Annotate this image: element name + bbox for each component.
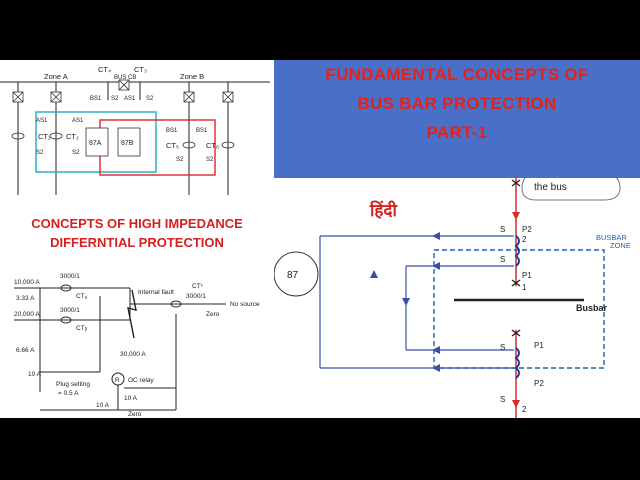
callout-the-bus: the bus bbox=[534, 182, 567, 193]
s2-label-5: S2 bbox=[176, 157, 184, 163]
bs1-label-2: BS1 bbox=[166, 128, 178, 134]
ct-ratio-b: 3000/1 bbox=[60, 307, 80, 314]
zone-b-label: Zone B bbox=[180, 72, 204, 81]
s2-label-3: S2 bbox=[111, 96, 119, 102]
bus-cb-label: BUS CB bbox=[114, 75, 136, 81]
relay-87-label: 87 bbox=[287, 270, 299, 281]
ct4-label: CT₄ bbox=[98, 65, 111, 74]
busbar-label: Busbar bbox=[576, 303, 608, 313]
no-source-label: No source bbox=[230, 301, 260, 308]
ct3-label: CT₃ bbox=[134, 65, 147, 74]
s2-label-6: S2 bbox=[206, 157, 214, 163]
title-line-1: FUNDAMENTAL CONCEPTS OF bbox=[325, 65, 589, 84]
concept-heading-1: CONCEPTS OF HIGH IMPEDANCE bbox=[31, 216, 243, 231]
ct-a-label: CTₐ bbox=[76, 293, 88, 300]
zero-label-2: Zero bbox=[128, 411, 142, 418]
ct-ratio-a: 3000/1 bbox=[60, 273, 80, 280]
busbar-zone-diagram: the bus हिंदी 87 BUSBAR ZONE Busbar S S bbox=[274, 178, 640, 418]
ct-ratio-c: 3000/1 bbox=[186, 293, 206, 300]
relay-87b-label: 87B bbox=[121, 140, 134, 147]
s2-label-4: S2 bbox=[146, 96, 154, 102]
ct-b-label: CTᵦ bbox=[76, 325, 88, 332]
zone-label-zone: ZONE bbox=[610, 241, 631, 250]
oc-relay-label: OC relay bbox=[128, 377, 154, 384]
p2-label-bottom: P2 bbox=[534, 379, 544, 388]
zone-protection-diagram: Zone A Zone B CT₄ CT₃ CT₁ CT₂ CT₅ CT₆ BU… bbox=[0, 60, 274, 200]
s-label-3: S bbox=[500, 343, 505, 352]
ten-amp-label-2: 10 A bbox=[124, 395, 138, 402]
secondary-current-2: 6.66 A bbox=[16, 347, 35, 354]
zone-label-busbar: BUSBAR bbox=[596, 233, 627, 242]
input-current-2: 20,000 A bbox=[14, 311, 40, 318]
p2-label-top: P2 bbox=[522, 225, 532, 234]
callout-bubble bbox=[521, 178, 621, 201]
zero-label-1: Zero bbox=[206, 311, 220, 318]
s2-label-2: S2 bbox=[72, 150, 80, 156]
index-1-top: 1 bbox=[522, 283, 527, 292]
ten-amp-label-3: 10 A bbox=[96, 402, 110, 409]
relay-87a-label: 87A bbox=[89, 140, 102, 147]
bs1-label-3: BS1 bbox=[196, 128, 208, 134]
plug-setting-label-2: = 0.5 A bbox=[58, 390, 79, 397]
title-line-3: PART-1 bbox=[426, 123, 488, 142]
p1-label-bottom: P1 bbox=[534, 341, 544, 350]
s-label-2: S bbox=[500, 255, 505, 264]
ct1-label: CT₁ bbox=[38, 132, 51, 141]
concept-heading-2: DIFFERNTIAL PROTECTION bbox=[50, 235, 224, 250]
plug-setting-label-1: Plug setting bbox=[56, 381, 90, 388]
ct5-label: CT₅ bbox=[166, 141, 179, 150]
title-line-2: BUS BAR PROTECTION bbox=[357, 94, 557, 113]
high-impedance-diagram: CONCEPTS OF HIGH IMPEDANCE DIFFERNTIAL P… bbox=[0, 200, 274, 418]
index-2-bottom: 2 bbox=[522, 405, 527, 414]
ct6-label: CT₆ bbox=[206, 141, 219, 150]
internal-fault-label: Internal fault bbox=[138, 289, 174, 296]
p1-label-top: P1 bbox=[522, 271, 532, 280]
as1-label-2: AS1 bbox=[72, 118, 84, 124]
index-2-top: 2 bbox=[522, 235, 527, 244]
ten-amp-label-1: 10 A bbox=[28, 371, 42, 378]
ct-c-label: CTᶜ bbox=[192, 283, 204, 290]
secondary-current-1: 3.33 A bbox=[16, 295, 35, 302]
hindi-label: हिंदी bbox=[369, 200, 397, 220]
zone-a-label: Zone A bbox=[44, 72, 68, 81]
title-banner: FUNDAMENTAL CONCEPTS OF BUS BAR PROTECTI… bbox=[274, 60, 640, 178]
as1-label-3: AS1 bbox=[124, 96, 136, 102]
s2-label-1: S2 bbox=[36, 150, 44, 156]
as1-label-1: AS1 bbox=[36, 118, 48, 124]
s-label-4: S bbox=[500, 395, 505, 404]
bs1-label-1: BS1 bbox=[90, 96, 102, 102]
relay-r-label: R bbox=[115, 377, 120, 384]
s-label-1: S bbox=[500, 225, 505, 234]
ct2-label: CT₂ bbox=[66, 132, 79, 141]
input-current-1: 10,000 A bbox=[14, 279, 40, 286]
fault-current-label: 30,000 A bbox=[120, 351, 146, 358]
